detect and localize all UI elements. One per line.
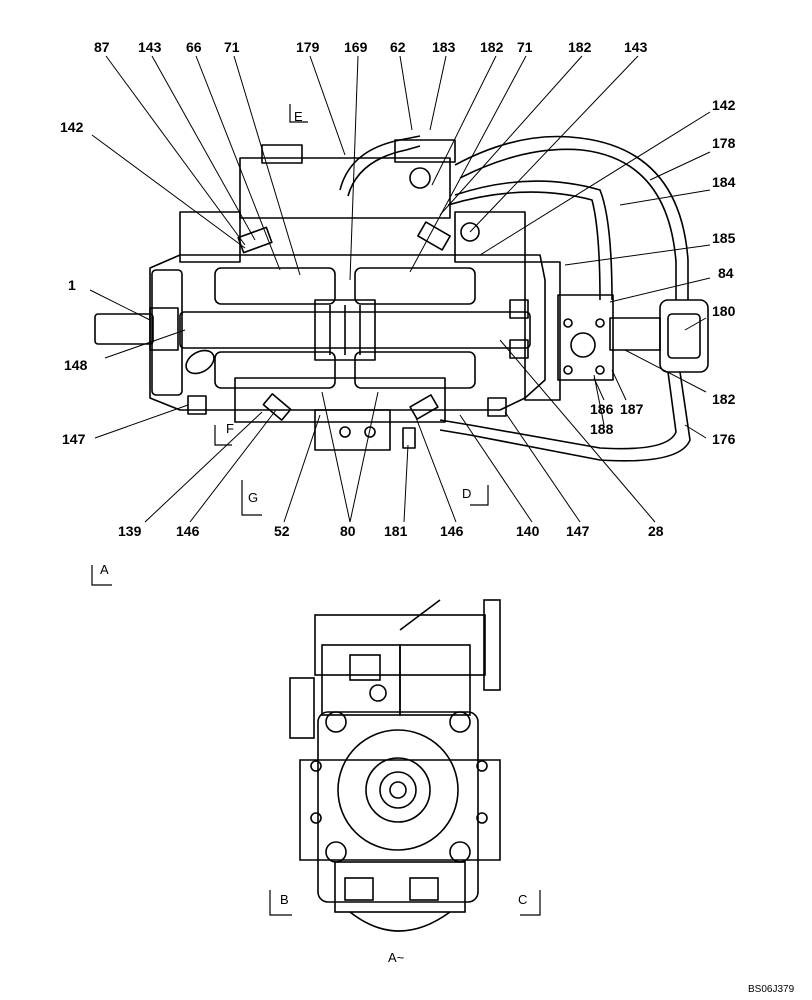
part-label: 188 bbox=[590, 421, 614, 437]
leader-lines bbox=[89, 55, 711, 523]
part-label: 178 bbox=[712, 135, 736, 151]
part-label: 87 bbox=[94, 39, 110, 55]
part-label: 143 bbox=[138, 39, 162, 55]
part-label: 176 bbox=[712, 431, 736, 447]
view-marker: D bbox=[462, 486, 471, 501]
view-marker-lines bbox=[91, 104, 541, 916]
view-marker: C bbox=[518, 892, 527, 907]
part-label: 62 bbox=[390, 39, 406, 55]
part-label: 146 bbox=[176, 523, 200, 539]
part-label: 169 bbox=[344, 39, 368, 55]
part-label: 28 bbox=[648, 523, 664, 539]
part-label: 66 bbox=[186, 39, 202, 55]
part-label: 182 bbox=[480, 39, 504, 55]
part-label: 71 bbox=[517, 39, 533, 55]
part-label: 147 bbox=[62, 431, 86, 447]
view-marker: A bbox=[100, 562, 109, 577]
pump-top-view bbox=[94, 135, 709, 462]
part-label: 185 bbox=[712, 230, 736, 246]
part-number-labels: 87 143 66 71 179 169 62 183 182 71 182 1… bbox=[60, 39, 736, 539]
part-label: 140 bbox=[516, 523, 540, 539]
part-label: 186 bbox=[590, 401, 614, 417]
view-marker: B bbox=[280, 892, 289, 907]
part-label: 182 bbox=[712, 391, 736, 407]
part-label: 142 bbox=[712, 97, 736, 113]
part-label: 52 bbox=[274, 523, 290, 539]
part-label: 184 bbox=[712, 174, 736, 190]
part-label: 143 bbox=[624, 39, 648, 55]
view-marker: E bbox=[294, 109, 303, 124]
part-label: 181 bbox=[384, 523, 408, 539]
part-label: 1 bbox=[68, 277, 76, 293]
view-marker: G bbox=[248, 490, 258, 505]
part-label: 187 bbox=[620, 401, 644, 417]
part-label: 84 bbox=[718, 265, 734, 281]
part-label: 180 bbox=[712, 303, 736, 319]
part-label: 71 bbox=[224, 39, 240, 55]
drawing-code: BS06J379 bbox=[748, 984, 795, 995]
view-caption: A~ bbox=[388, 950, 405, 965]
part-label: 147 bbox=[566, 523, 590, 539]
part-label: 183 bbox=[432, 39, 456, 55]
part-label: 182 bbox=[568, 39, 592, 55]
view-marker: F bbox=[226, 421, 234, 436]
part-label: 148 bbox=[64, 357, 88, 373]
part-label: 142 bbox=[60, 119, 84, 135]
part-label: 139 bbox=[118, 523, 142, 539]
part-label: 80 bbox=[340, 523, 356, 539]
view-marker-labels: E F G D A B C A~ BS06J379 bbox=[100, 109, 795, 995]
pump-view-a bbox=[289, 599, 501, 932]
part-label: 146 bbox=[440, 523, 464, 539]
part-label: 179 bbox=[296, 39, 320, 55]
